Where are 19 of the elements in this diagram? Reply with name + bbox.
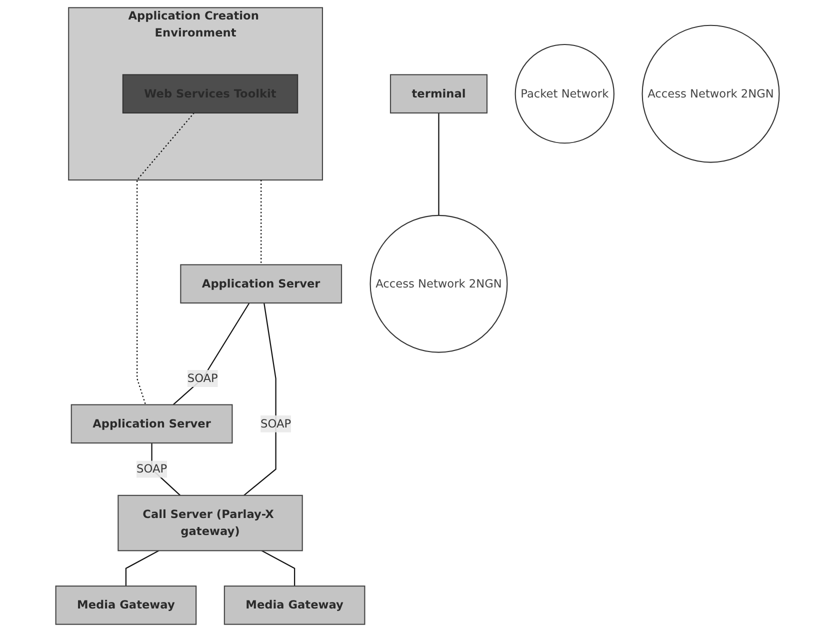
edge-label: SOAP — [136, 462, 168, 476]
node-box: Application Server — [70, 404, 233, 444]
node-box: Media Gateway — [224, 586, 366, 625]
connector — [260, 180, 262, 265]
connector — [172, 302, 250, 406]
connector — [261, 550, 296, 586]
edge-label: SOAP — [260, 416, 292, 430]
node-circle: Packet Network — [514, 44, 614, 144]
edge-label: SOAP — [187, 371, 218, 385]
node-box: Media Gateway — [55, 586, 197, 625]
connector — [136, 112, 194, 405]
connector — [244, 302, 276, 496]
connector — [125, 550, 160, 586]
node-box: terminal — [390, 74, 488, 114]
node-box: Application Server — [180, 264, 342, 304]
node-circle: Access Network 2NGN — [370, 214, 508, 353]
node-box: Call Server (Parlay-X gateway) — [118, 494, 303, 552]
node-circle: Access Network 2NGN — [642, 24, 780, 163]
connector — [438, 112, 440, 216]
